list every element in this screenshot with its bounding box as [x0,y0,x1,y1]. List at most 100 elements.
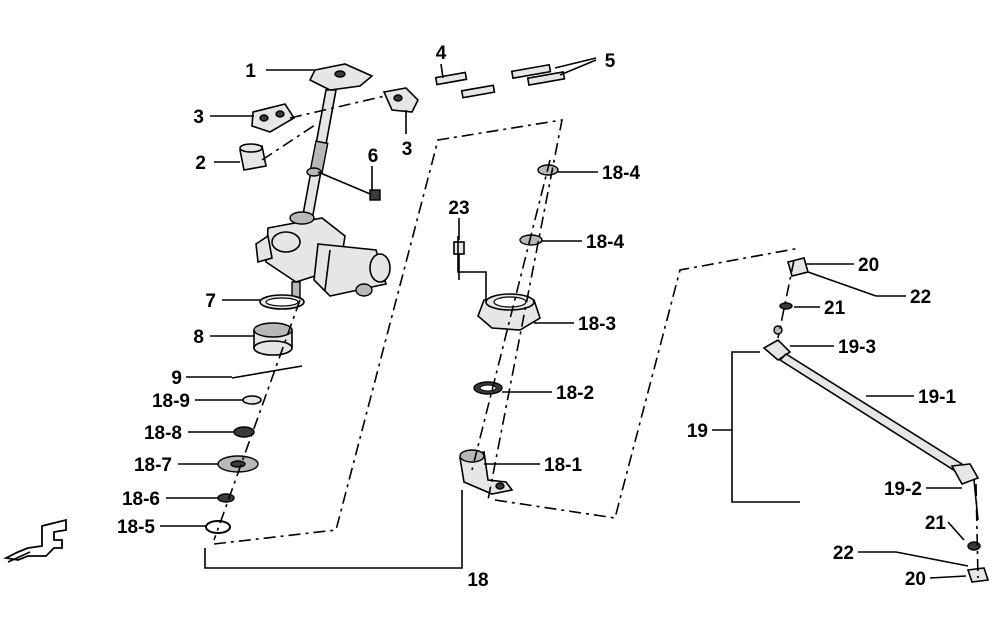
gearbox-input [289,211,315,225]
part-18-1-hole [495,482,505,490]
clamp-left-hole [259,114,269,122]
label-3-left: 3 [193,107,204,128]
label-18-3: 18-3 [578,314,616,335]
motor-seam [324,249,331,291]
bushing-alignment-line [261,124,316,161]
label-2: 2 [195,153,206,174]
tie-rod-assembly [762,257,990,583]
motor-end-cap [369,253,391,283]
steering-column-assembly [255,63,391,299]
label-5: 5 [605,51,616,72]
group-outlines [213,119,801,545]
bracket-18 [204,490,463,569]
label-18-5: 18-5 [117,517,155,538]
clamp-alignment-line [289,95,386,119]
label-22-top: 22 [910,287,931,308]
bolt-4-b [460,84,496,99]
holder-bolt-hole [334,70,346,78]
part-23-bolt [453,241,465,255]
part-19-3-joint [762,339,792,362]
part-20-nut-top [787,257,809,277]
label-7: 7 [205,291,216,312]
bolt-6-head [369,189,381,201]
part-21-washer-bottom [967,541,981,551]
part-18-7-hole [230,460,246,468]
lower-stack [205,294,305,541]
front-arrow-shape [3,518,67,561]
bushing-top [239,143,263,153]
label-23: 23 [448,198,469,219]
label-1: 1 [245,61,256,82]
part-8-bottom [253,340,293,356]
leader-5a [554,57,597,69]
label-18-2: 18-2 [556,383,594,404]
bolt-4-a [434,71,468,86]
gearbox-flange [255,234,273,264]
label-18-8: 18-8 [144,423,182,444]
stem-axis [471,159,551,471]
label-18-4-top: 18-4 [602,163,640,184]
label-4: 4 [436,43,447,64]
leader-lines [160,57,967,579]
front-arrow-icon [3,518,67,563]
part-18-9 [242,395,262,405]
group-18-19-link [494,247,801,519]
part-19-1-rod [778,352,967,476]
tie-rod-bottom-axis [975,483,979,579]
part-20-nut-bottom [966,567,990,583]
gearbox-cover [271,231,301,253]
clamp-left-part [251,103,296,133]
label-8: 8 [193,327,204,348]
lower-stack-axis [213,299,301,541]
label-19-2: 19-2 [884,479,922,500]
clamp-left-hole-2 [275,110,285,118]
part-7-inner [265,297,299,307]
motor-connector [355,283,373,297]
part-22-pin-bottom [895,551,969,567]
part-18-6 [217,493,235,503]
bracket-19 [731,351,800,503]
part-18-3-bore [493,296,527,308]
label-19-1: 19-1 [918,387,956,408]
label-21-top: 21 [824,298,846,319]
label-18-6: 18-6 [122,489,160,510]
part-18-1-top [459,449,485,463]
front-arrow-stroke [7,551,31,563]
bracket-23 [457,236,487,300]
group-18-outline [213,119,564,545]
label-19: 19 [687,421,708,442]
label-19-3: 19-3 [838,337,876,358]
clamp-right-hole [393,94,403,102]
callout-labels: 1 2 3 3 4 5 6 7 8 9 18-9 18-8 18-7 18-6 … [117,43,956,591]
label-20-top: 20 [858,255,879,276]
bolt-5-a [510,63,552,80]
tie-rod-top-axis [777,259,795,339]
part-9-rod [231,365,303,379]
leader-21b [947,521,965,541]
label-22-bottom: 22 [833,543,854,564]
label-18-1: 18-1 [544,455,582,476]
group-brackets [204,236,800,569]
bolts-group [317,63,566,201]
leader-4 [440,63,444,79]
part-19-2-joint [950,463,980,485]
clamp-parts [239,87,419,171]
leader-20b [929,575,967,579]
label-18-9: 18-9 [152,391,190,412]
label-6: 6 [368,146,379,167]
label-20-bottom: 20 [905,569,926,590]
bolt-6-shaft [317,171,376,197]
label-18: 18 [467,570,488,591]
steering-stem-assembly [453,159,559,495]
label-18-4-bottom: 18-4 [586,232,624,253]
label-21-bottom: 21 [925,513,947,534]
part-22-pin-top [807,271,877,297]
leader-5b [559,59,597,76]
part-21-washer-top [779,302,793,310]
label-3-right: 3 [402,139,413,160]
part-8-top [253,322,293,338]
label-9: 9 [171,368,182,389]
bolt-5-b [526,70,566,86]
part-18-5-circlip [205,520,231,534]
